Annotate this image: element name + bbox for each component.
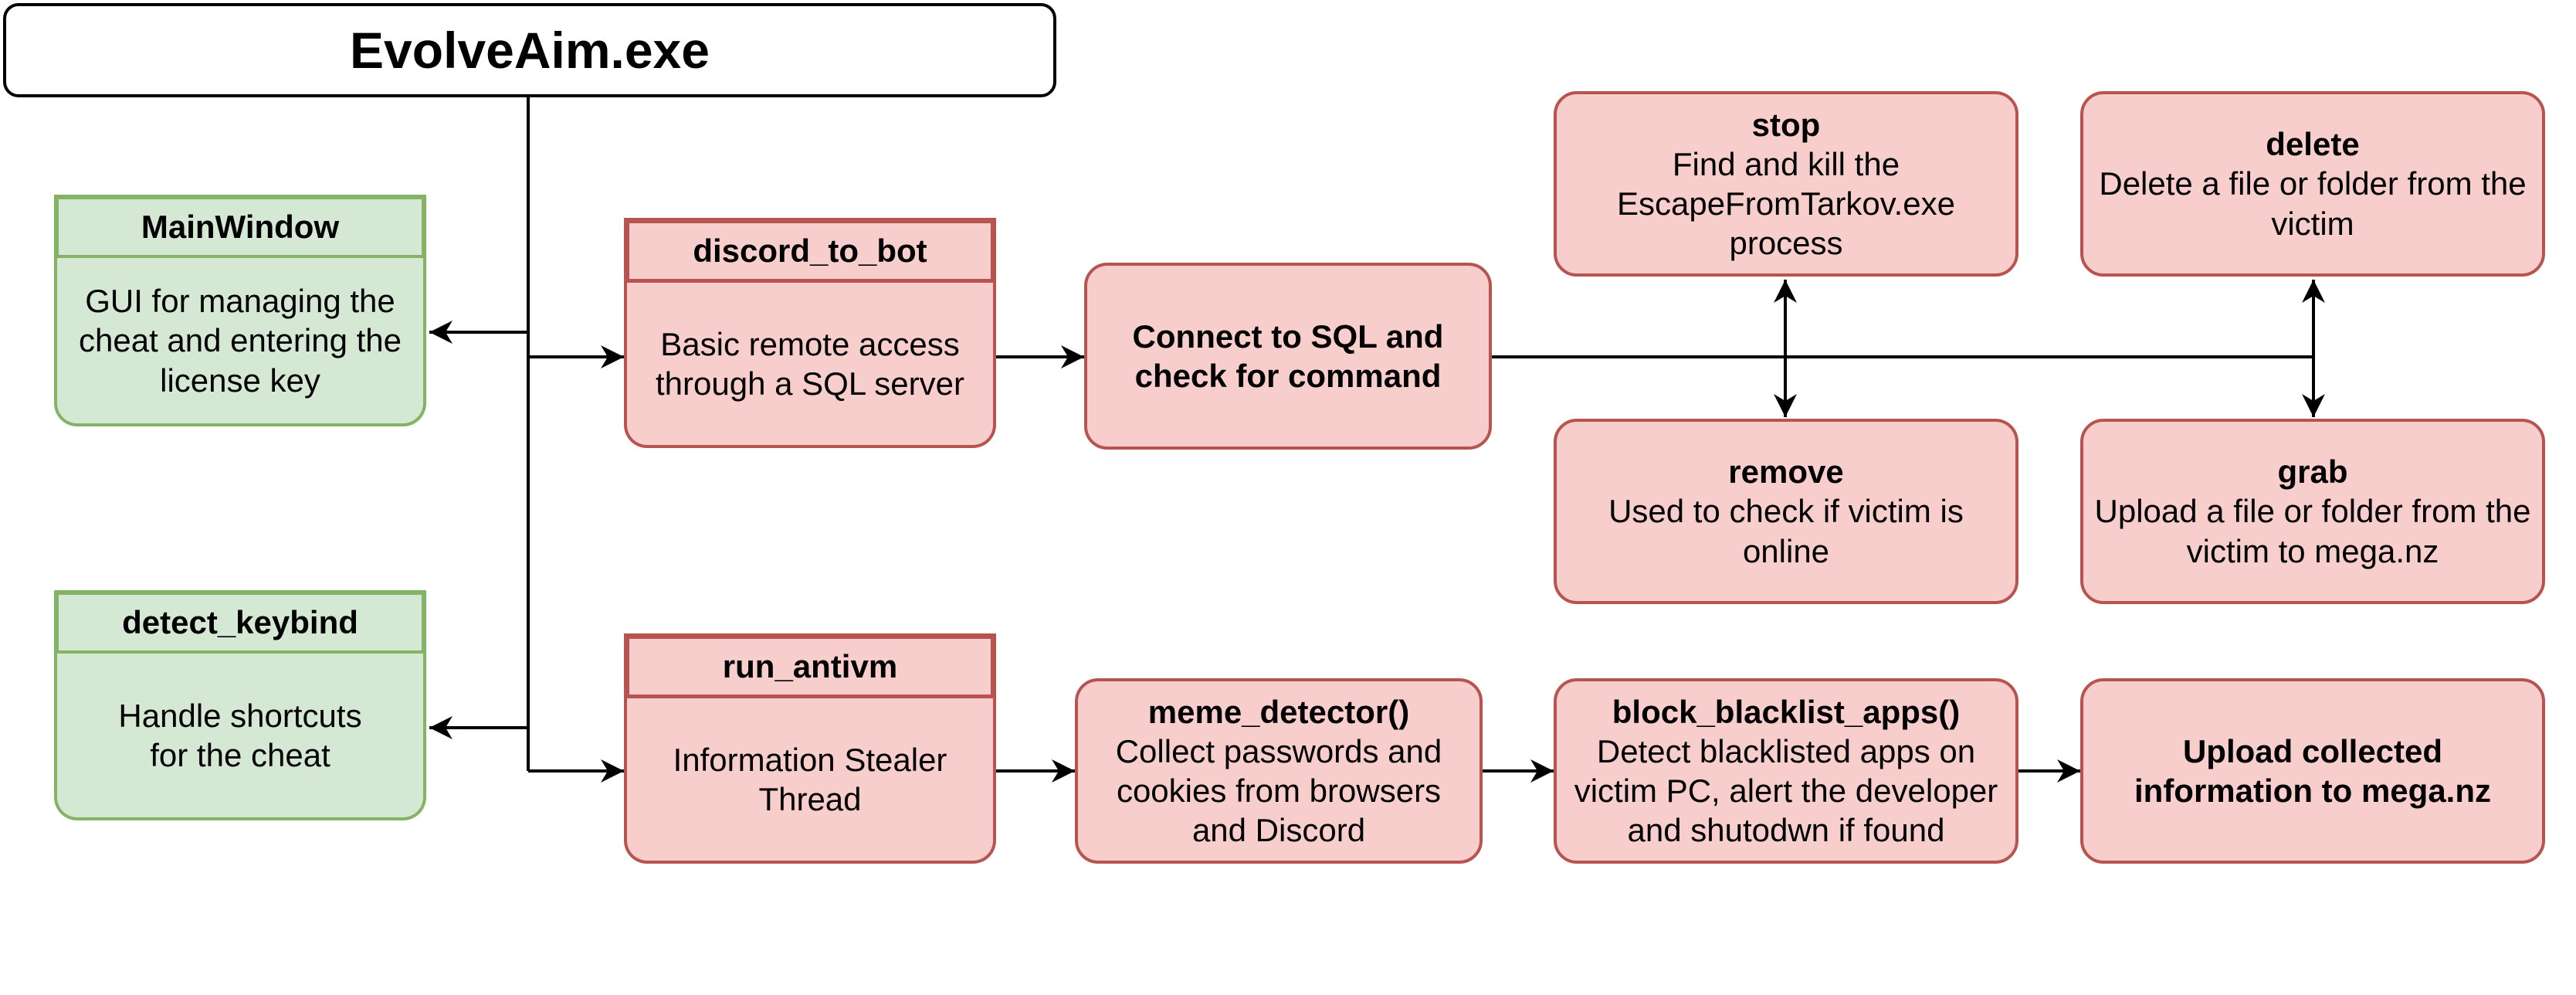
stop-title: stop	[1751, 106, 1821, 143]
discord-to-bot-title: discord_to_bot	[693, 233, 927, 270]
run-antivm-header: run_antivm	[624, 633, 996, 700]
meme-detector-node: meme_detector() Collect passwords and co…	[1075, 678, 1483, 864]
detect-keybind-body: Handle shortcuts for the cheat	[54, 654, 426, 820]
remove-title: remove	[1728, 453, 1844, 491]
delete-node: delete Delete a file or folder from the …	[2080, 91, 2545, 277]
meme-detector-description: Collect passwords and cookies from brows…	[1115, 732, 1442, 849]
connect-sql-node: Connect to SQL and check for command	[1084, 263, 1492, 450]
discord-to-bot-description: Basic remote access through a SQL server	[656, 325, 964, 402]
root-title: EvolveAim.exe	[350, 21, 710, 79]
run-antivm-title: run_antivm	[722, 648, 898, 685]
stop-node: stop Find and kill the EscapeFromTarkov.…	[1554, 91, 2018, 277]
meme-detector-title: meme_detector()	[1147, 693, 1410, 730]
run-antivm-description: Information Stealer Thread	[673, 741, 947, 817]
upload-node: Upload collected information to mega.nz	[2080, 678, 2545, 864]
remove-description: Used to check if victim is online	[1608, 493, 1964, 569]
discord-to-bot-body: Basic remote access through a SQL server	[624, 283, 996, 448]
detect-keybind-header: detect_keybind	[54, 590, 426, 655]
block-blacklist-apps-description: Detect blacklisted apps on victim PC, al…	[1574, 732, 1998, 849]
grab-node: grab Upload a file or folder from the vi…	[2080, 419, 2545, 604]
mainwindow-header: MainWindow	[54, 195, 426, 260]
block-blacklist-apps-node: block_blacklist_apps() Detect blackliste…	[1554, 678, 2018, 864]
upload-text: Upload collected information to mega.nz	[2134, 732, 2491, 809]
delete-description: Delete a file or folder from the victim	[2099, 165, 2527, 242]
detect-keybind-description: Handle shortcuts for the cheat	[118, 697, 362, 773]
detect-keybind-title: detect_keybind	[122, 604, 358, 641]
grab-description: Upload a file or folder from the victim …	[2094, 493, 2531, 569]
connect-sql-text: Connect to SQL and check for command	[1132, 318, 1444, 394]
remove-node: remove Used to check if victim is online	[1554, 419, 2018, 604]
delete-title: delete	[2266, 126, 2360, 163]
root-node: EvolveAim.exe	[3, 3, 1056, 97]
run-antivm-body: Information Stealer Thread	[624, 698, 996, 864]
mainwindow-body: GUI for managing the cheat and entering …	[54, 258, 426, 426]
mainwindow-description: GUI for managing the cheat and entering …	[79, 283, 402, 399]
stop-description: Find and kill the EscapeFromTarkov.exe p…	[1616, 145, 1956, 262]
block-blacklist-apps-title: block_blacklist_apps()	[1612, 693, 1961, 730]
mainwindow-title: MainWindow	[141, 209, 340, 246]
discord-to-bot-header: discord_to_bot	[624, 218, 996, 284]
grab-title: grab	[2277, 453, 2348, 491]
